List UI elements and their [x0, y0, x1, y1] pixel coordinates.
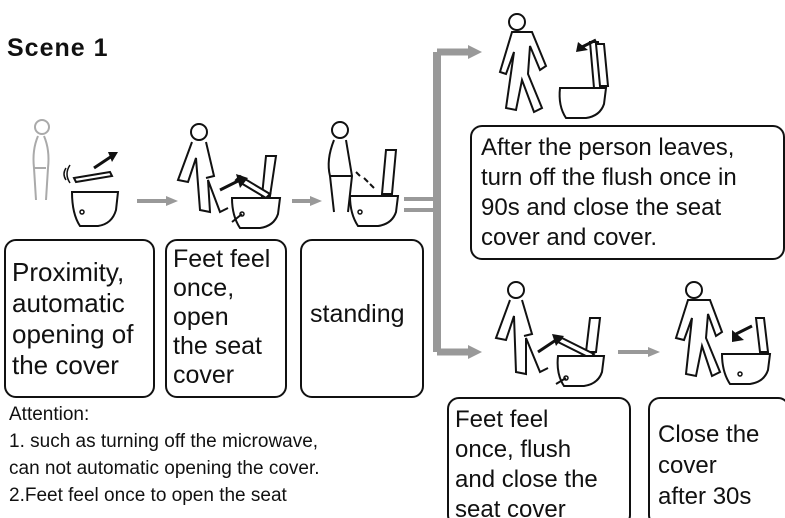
toilet-flushing-figure [538, 318, 604, 386]
step-text: cover [173, 361, 285, 390]
branch-text: cover [658, 450, 785, 481]
toilet-urinating-figure [350, 150, 398, 226]
branch-box-close-after-30s: Close the cover after 30s [648, 397, 785, 518]
step-box-feet-feel-open: Feet feel once, open the seat cover [165, 239, 287, 398]
attention-line: 2.Feet feel once to open the seat [9, 482, 439, 509]
scene-title: Scene 1 [7, 34, 109, 63]
person-walking-away-figure [676, 282, 722, 376]
branch-text: after 30s [658, 481, 785, 512]
toilet-seat-up-figure [220, 156, 280, 228]
branch-text: Feet feel [455, 405, 629, 435]
branch-box-person-leaves: After the person leaves, turn off the fl… [470, 125, 785, 260]
person-foot-flush-figure [496, 282, 548, 374]
branch-text: Close the [658, 419, 785, 450]
step-text: automatic [12, 288, 153, 319]
attention-line: can not automatic opening the cover. [9, 455, 439, 482]
step-text: standing [310, 299, 422, 329]
step-text: open [173, 303, 285, 332]
toilet-closed-figure [722, 318, 770, 384]
person-leaving-figure [500, 14, 546, 112]
step-text: Feet feel [173, 245, 285, 274]
branch-text: once, flush [455, 435, 629, 465]
branch-text: seat cover [455, 495, 629, 518]
person-foot-tap-figure [178, 124, 228, 212]
branch-text: and close the [455, 465, 629, 495]
attention-heading: Attention: [9, 401, 439, 428]
branch-text: 90s and close the seat [481, 193, 783, 223]
step-text: Proximity, [12, 257, 153, 288]
person-standing-figure [329, 122, 352, 212]
toilet-closing-figure [560, 40, 608, 118]
branch-text: After the person leaves, [481, 133, 783, 163]
step-text: the cover [12, 350, 153, 381]
step-text: opening of [12, 319, 153, 350]
person-approaching-figure [34, 120, 50, 200]
branch-text: turn off the flush once in [481, 163, 783, 193]
attention-line: 1. such as turning off the microwave, [9, 428, 439, 455]
branch-text: cover and cover. [481, 223, 783, 253]
step-text: the seat [173, 332, 285, 361]
toilet-opening-figure [64, 152, 118, 226]
step-text: once, [173, 274, 285, 303]
step-box-standing: standing [300, 239, 424, 398]
attention-notes: Attention: 1. such as turning off the mi… [9, 401, 439, 509]
branch-box-feet-feel-flush: Feet feel once, flush and close the seat… [447, 397, 631, 518]
step-box-proximity: Proximity, automatic opening of the cove… [4, 239, 155, 398]
